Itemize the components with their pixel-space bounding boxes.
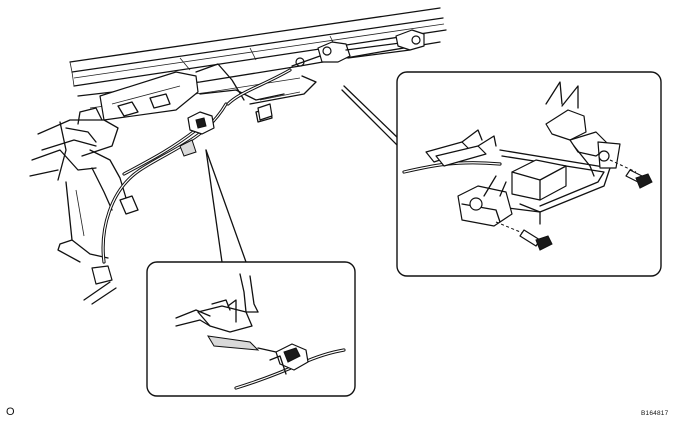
detail-box-airbag-sensor (396, 71, 662, 277)
bolt-right (625, 169, 653, 189)
main-assembly (29, 7, 447, 305)
corner-marker: O (6, 406, 15, 418)
figure-code: B164817 (641, 410, 669, 417)
rail-bracket (291, 29, 425, 67)
bolt-left (519, 229, 553, 251)
harness-clip (179, 111, 215, 157)
detail-box-harness-clip (146, 261, 356, 397)
leader-line-lower-detail (205, 149, 223, 263)
